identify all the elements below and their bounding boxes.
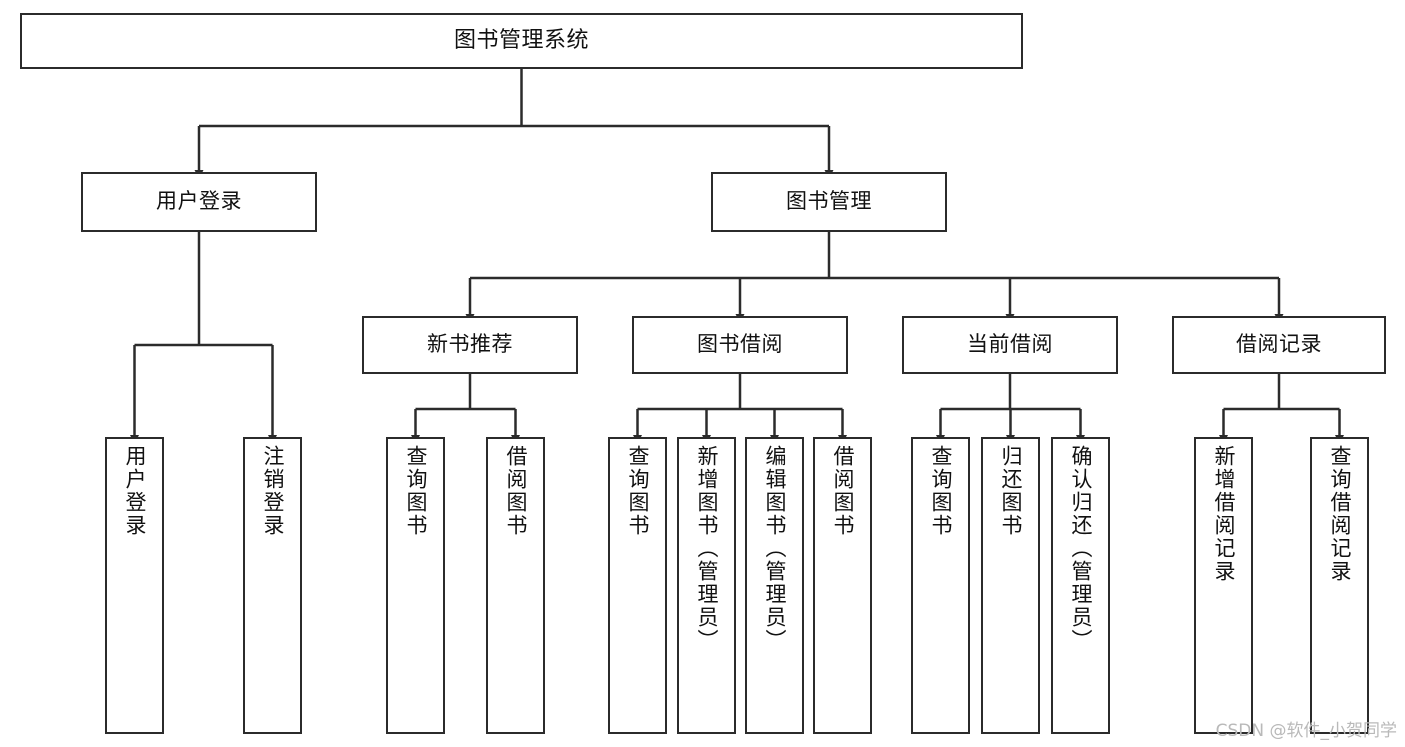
node-label-b1: 查询图书 (626, 445, 650, 537)
node-l2[interactable]: 注销登录 (243, 437, 302, 734)
connector-lines (130, 69, 1344, 444)
node-b1[interactable]: 查询图书 (608, 437, 667, 734)
node-label-borrow: 图书借阅 (697, 332, 783, 357)
node-r1[interactable]: 新增借阅记录 (1194, 437, 1253, 734)
node-root[interactable]: 图书管理系统 (20, 13, 1023, 69)
node-label-l2: 注销登录 (261, 445, 285, 537)
node-b2[interactable]: 新增图书（管理员） (677, 437, 736, 734)
node-label-login: 用户登录 (156, 189, 242, 214)
node-label-c3: 确认归还（管理员） (1069, 445, 1093, 652)
node-c1[interactable]: 查询图书 (911, 437, 970, 734)
node-n2[interactable]: 借阅图书 (486, 437, 545, 734)
node-current[interactable]: 当前借阅 (902, 316, 1118, 374)
node-label-l1: 用户登录 (123, 445, 147, 537)
node-n1[interactable]: 查询图书 (386, 437, 445, 734)
node-label-c1: 查询图书 (929, 445, 953, 537)
node-r2[interactable]: 查询借阅记录 (1310, 437, 1369, 734)
node-label-b2: 新增图书（管理员） (695, 445, 719, 652)
node-records[interactable]: 借阅记录 (1172, 316, 1386, 374)
node-label-newbook: 新书推荐 (427, 332, 513, 357)
node-label-n2: 借阅图书 (504, 445, 528, 537)
node-c2[interactable]: 归还图书 (981, 437, 1040, 734)
node-label-b4: 借阅图书 (831, 445, 855, 537)
node-label-r2: 查询借阅记录 (1328, 445, 1352, 583)
node-bookmgmt[interactable]: 图书管理 (711, 172, 947, 232)
node-label-n1: 查询图书 (404, 445, 428, 537)
node-b4[interactable]: 借阅图书 (813, 437, 872, 734)
node-label-records: 借阅记录 (1236, 332, 1322, 357)
node-label-current: 当前借阅 (967, 332, 1053, 357)
node-newbook[interactable]: 新书推荐 (362, 316, 578, 374)
node-label-r1: 新增借阅记录 (1212, 445, 1236, 583)
node-login[interactable]: 用户登录 (81, 172, 317, 232)
node-label-root: 图书管理系统 (453, 28, 589, 54)
node-borrow[interactable]: 图书借阅 (632, 316, 848, 374)
node-l1[interactable]: 用户登录 (105, 437, 164, 734)
node-label-c2: 归还图书 (999, 445, 1023, 537)
node-label-bookmgmt: 图书管理 (786, 189, 872, 214)
watermark-text: CSDN @软件_小贺同学 (1215, 721, 1397, 741)
node-label-b3: 编辑图书（管理员） (763, 445, 787, 652)
node-b3[interactable]: 编辑图书（管理员） (745, 437, 804, 734)
node-c3[interactable]: 确认归还（管理员） (1051, 437, 1110, 734)
